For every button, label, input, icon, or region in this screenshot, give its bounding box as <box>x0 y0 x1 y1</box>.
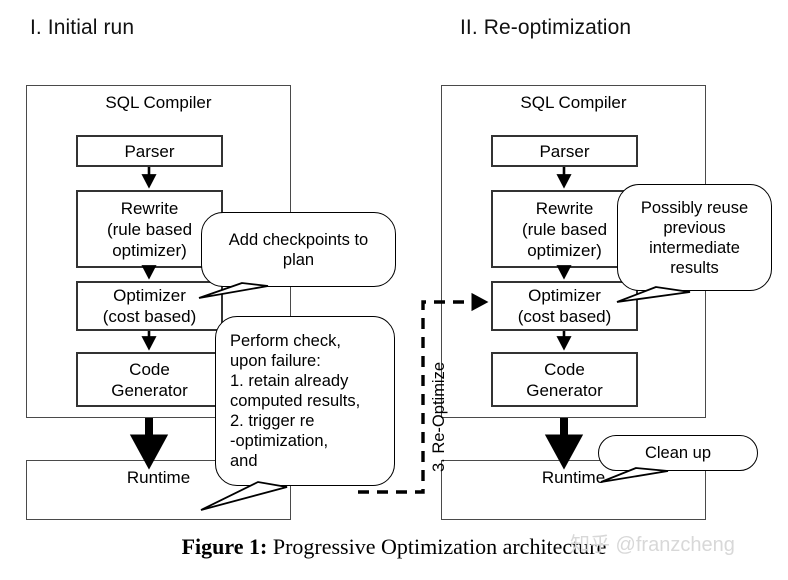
reoptimize-dashed-connector <box>358 292 489 494</box>
figure-caption: Figure 1: Progressive Optimization archi… <box>0 534 788 560</box>
panel-title-re-optimization: II. Re-optimization <box>460 16 632 39</box>
stage-label-rewrite-left: Rewrite (rule based optimizer) <box>106 198 193 260</box>
runtime-label-left: Runtime <box>126 468 191 487</box>
stage-box-optimizer-right[interactable]: Optimizer (cost based) <box>491 281 638 331</box>
callout-clean-up[interactable]: Clean up <box>598 435 758 471</box>
callout-possibly-reuse-text: Possibly reuse previous intermediate res… <box>640 198 749 277</box>
callout-tail-possibly-reuse <box>616 286 691 303</box>
callout-perform-check-text: Perform check, upon failure: 1. retain a… <box>230 332 361 470</box>
figure-caption-prefix: Figure 1: <box>181 534 268 559</box>
callout-clean-up-text: Clean up <box>644 444 712 462</box>
stage-box-rewrite-right[interactable]: Rewrite (rule based optimizer) <box>491 190 638 268</box>
callout-add-checkpoints-text: Add checkpoints to plan <box>228 230 369 269</box>
callout-tail-clean-up <box>600 467 669 483</box>
stage-label-codegen-right: Code Generator <box>526 359 603 400</box>
stage-box-parser-left[interactable]: Parser <box>76 135 223 167</box>
stage-box-rewrite-left[interactable]: Rewrite (rule based optimizer) <box>76 190 223 268</box>
panel-title-initial-run: I. Initial run <box>30 16 135 39</box>
stage-label-parser-right: Parser <box>539 141 590 161</box>
stage-label-optimizer-left: Optimizer (cost based) <box>102 286 197 326</box>
callout-add-checkpoints[interactable]: Add checkpoints to plan <box>201 212 396 287</box>
callout-possibly-reuse[interactable]: Possibly reuse previous intermediate res… <box>617 184 772 291</box>
stage-box-parser-right[interactable]: Parser <box>491 135 638 167</box>
callout-tail-perform-check <box>200 481 288 511</box>
watermark: 知乎 @franzcheng <box>570 534 735 556</box>
stage-label-codegen-left: Code Generator <box>111 359 188 400</box>
stage-box-optimizer-left[interactable]: Optimizer (cost based) <box>76 281 223 331</box>
sql-compiler-label-left: SQL Compiler <box>105 93 212 112</box>
stage-box-codegen-left[interactable]: Code Generator <box>76 352 223 407</box>
stage-box-codegen-right[interactable]: Code Generator <box>491 352 638 407</box>
sql-compiler-label-right: SQL Compiler <box>520 93 627 112</box>
stage-label-parser-left: Parser <box>124 141 175 161</box>
callout-perform-check[interactable]: Perform check, upon failure: 1. retain a… <box>215 316 395 486</box>
figure-caption-text: Progressive Optimization architecture <box>267 534 607 559</box>
stage-label-rewrite-right: Rewrite (rule based optimizer) <box>521 198 608 260</box>
callout-tail-add-checkpoints <box>198 282 269 299</box>
runtime-label-right: Runtime <box>541 468 606 487</box>
stage-label-optimizer-right: Optimizer (cost based) <box>517 286 612 326</box>
